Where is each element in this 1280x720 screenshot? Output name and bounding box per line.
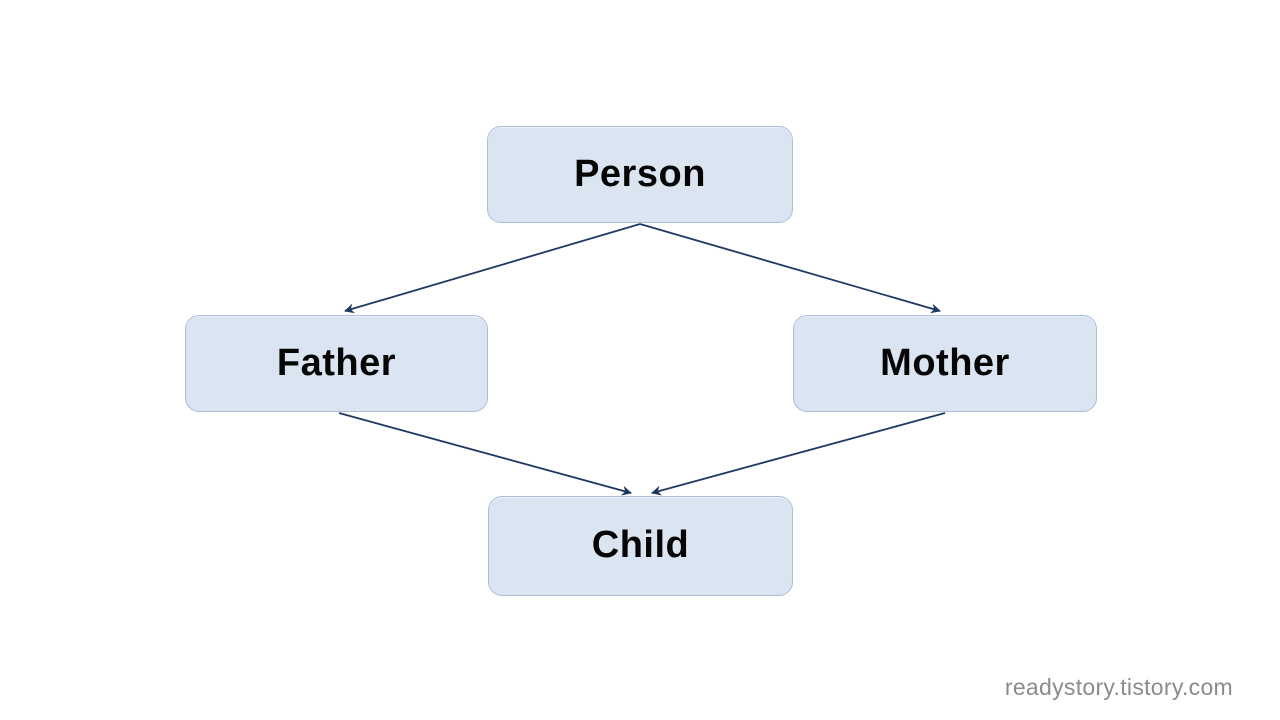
edge-father-child xyxy=(338,412,632,496)
node-person-label: Person xyxy=(574,152,706,195)
node-father-label: Father xyxy=(276,341,397,384)
node-child-label: Child xyxy=(591,524,690,566)
node-mother-label: Mother xyxy=(880,341,1010,384)
edge-person-mother xyxy=(639,223,941,314)
node-child: Child xyxy=(488,496,793,596)
node-mother: Mother xyxy=(793,315,1097,412)
node-father: Father xyxy=(185,315,488,412)
edge-person-father xyxy=(344,223,641,314)
node-person: Person xyxy=(487,126,793,223)
edge-mother-child xyxy=(651,412,946,496)
watermark-text: readystory.tistory.com xyxy=(1004,674,1233,700)
